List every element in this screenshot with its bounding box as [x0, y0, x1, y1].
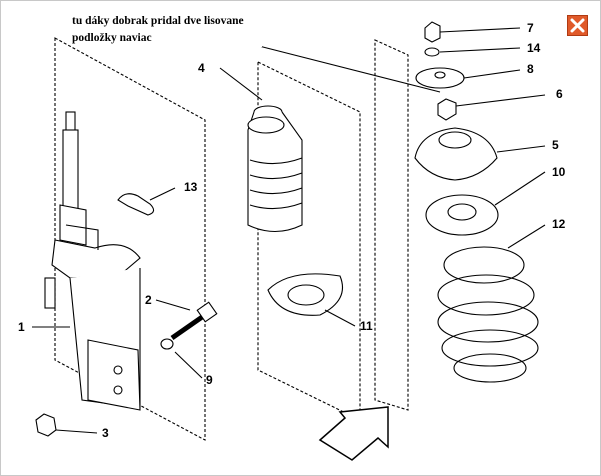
bearing-ring — [425, 194, 499, 236]
close-icon — [570, 18, 585, 33]
pane-left — [54, 37, 206, 441]
note-line-2: podložky naviac — [72, 32, 152, 44]
callout-9: 9 — [206, 373, 213, 387]
coil-spring — [437, 246, 539, 383]
callout-10: 10 — [552, 165, 566, 179]
close-button[interactable] — [567, 15, 588, 36]
callout-11: 11 — [360, 319, 373, 333]
annotation-note: tu dáky dobrak pridal dve lisovane podlo… — [72, 13, 262, 47]
direction-arrow — [318, 406, 389, 461]
callout-13: 13 — [184, 180, 198, 194]
washer-part — [160, 338, 174, 350]
callout-8: 8 — [527, 62, 534, 76]
nut-part-7 — [424, 21, 441, 43]
callout-5: 5 — [552, 138, 559, 152]
callout-12: 12 — [552, 217, 566, 231]
callout-7: 7 — [527, 21, 534, 35]
washer-part-14 — [424, 47, 440, 57]
strut-mount — [414, 127, 498, 181]
dust-boot — [247, 105, 303, 233]
callout-4: 4 — [198, 61, 205, 75]
note-pointer-line — [254, 44, 441, 93]
strut-assembly — [44, 111, 141, 411]
callout-14: 14 — [527, 41, 541, 55]
clip-part — [117, 193, 155, 216]
callout-3: 3 — [102, 426, 109, 440]
pane-right — [374, 39, 409, 411]
note-line-1: tu dáky dobrak pridal dve lisovane — [72, 15, 244, 27]
callout-2: 2 — [145, 293, 152, 307]
nut-part-6 — [437, 98, 457, 121]
spring-pad-lower — [267, 273, 344, 316]
nut-part-3 — [35, 413, 57, 437]
callout-6: 6 — [556, 87, 563, 101]
callout-1: 1 — [18, 320, 25, 334]
bolt-part — [170, 301, 218, 341]
